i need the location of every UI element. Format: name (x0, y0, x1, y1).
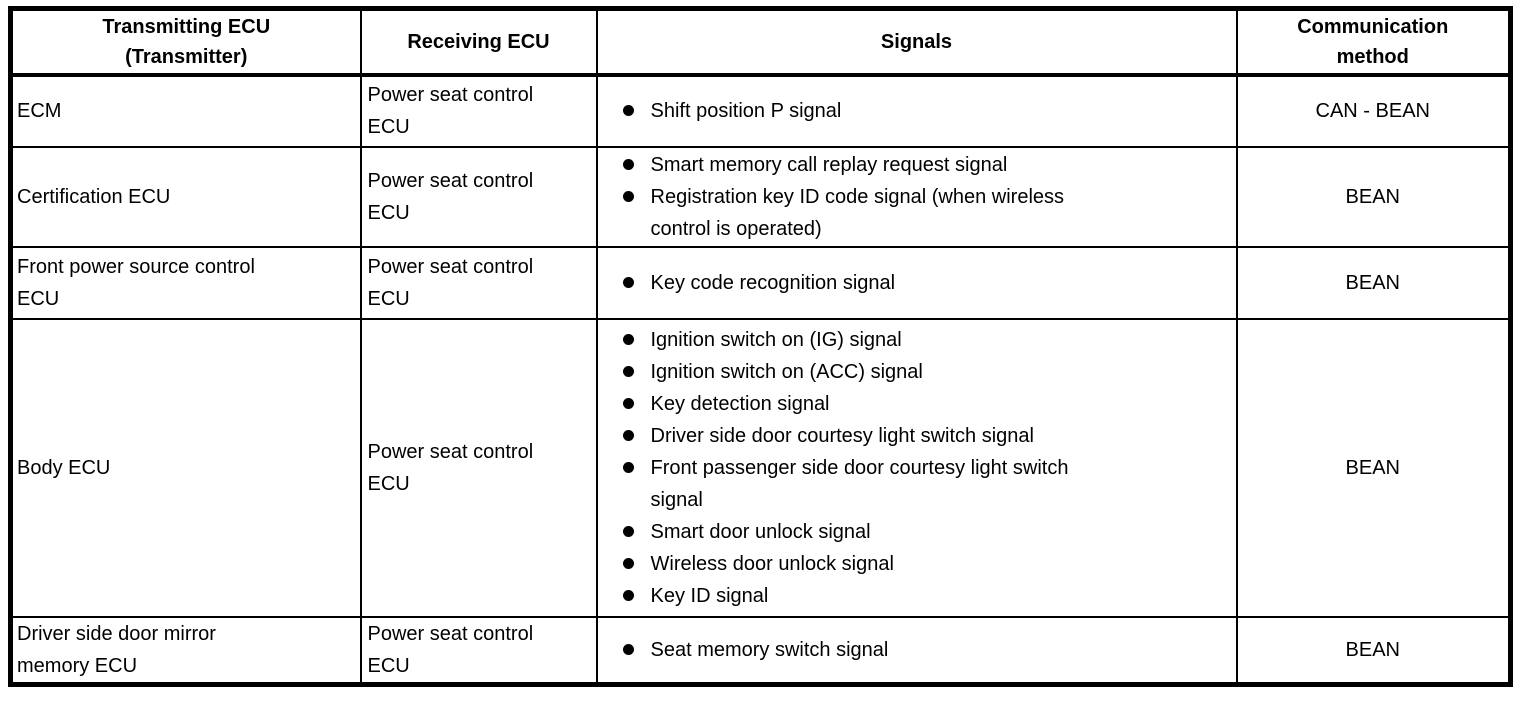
column-header-communication-method: Communication method (1235, 7, 1512, 77)
transmitter-cell: Certification ECU (9, 145, 362, 248)
signals-cell: Seat memory switch signal (595, 615, 1238, 685)
bullet-icon (622, 429, 634, 441)
bullet-icon (622, 589, 634, 601)
communication-method-cell: BEAN (1235, 245, 1512, 320)
column-header-signals: Signals (595, 7, 1238, 77)
signal-item: Key code recognition signal (599, 267, 1235, 299)
signal-item: Smart memory call replay request signal (599, 149, 1235, 181)
signal-label: Ignition switch on (ACC) signal (650, 360, 923, 383)
signal-item: Front passenger side door courtesy light… (599, 452, 1235, 516)
signals-cell: Smart memory call replay request signal … (595, 145, 1238, 248)
signal-item: Shift position P signal (599, 95, 1235, 127)
transmitter-cell: Front power source control ECU (9, 245, 362, 320)
signal-label: Smart memory call replay request signal (650, 153, 1008, 176)
signal-label: Shift position P signal (650, 100, 842, 122)
signals-cell: Ignition switch on (IG) signal Ignition … (595, 317, 1238, 618)
signal-item: Smart door unlock signal (599, 516, 1235, 548)
signal-item: Ignition switch on (IG) signal (599, 324, 1235, 356)
receiver-cell: Power seat control ECU (359, 317, 598, 618)
table-row-certification-ecu: Certification ECU Power seat control ECU… (9, 145, 1512, 248)
receiver-cell: Power seat control ECU (359, 615, 598, 685)
signals-cell: Key code recognition signal (595, 245, 1238, 320)
receiver-cell: Power seat control ECU (359, 245, 598, 320)
bullet-icon (622, 643, 634, 655)
bullet-icon (622, 105, 634, 116)
transmitter-cell: Body ECU (9, 317, 362, 618)
signal-label: Key ID signal (650, 584, 769, 607)
header-row: Transmitting ECU (Transmitter) Receiving… (9, 7, 1512, 77)
transmitter-cell: ECM (9, 73, 362, 148)
bullet-icon (622, 276, 634, 288)
signal-label: Key code recognition signal (650, 271, 896, 294)
communication-method-cell: BEAN (1235, 615, 1512, 685)
signal-label: Front passenger side door courtesy light… (650, 456, 1069, 511)
table-row-body-ecu: Body ECU Power seat control ECU Ignition… (9, 317, 1512, 618)
signal-label: Driver side door courtesy light switch s… (650, 424, 1035, 447)
signal-label: Seat memory switch signal (650, 638, 889, 661)
signal-item: Driver side door courtesy light switch s… (599, 420, 1235, 452)
signal-label: Smart door unlock signal (650, 520, 871, 543)
receiver-cell: Power seat control ECU (359, 145, 598, 248)
signal-item: Ignition switch on (ACC) signal (599, 356, 1235, 388)
signal-item: Key ID signal (599, 580, 1235, 612)
receiver-cell: Power seat control ECU (359, 73, 598, 148)
bullet-icon (622, 557, 634, 569)
table-row-front-power-source-control-ecu: Front power source control ECU Power sea… (9, 245, 1512, 320)
signal-label: Key detection signal (650, 392, 830, 415)
table-row-driver-side-door-mirror-memory-ecu: Driver side door mirror memory ECU Power… (9, 615, 1512, 685)
communication-method-cell: BEAN (1235, 145, 1512, 248)
signal-label: Wireless door unlock signal (650, 552, 894, 575)
signal-item: Registration key ID code signal (when wi… (599, 181, 1235, 245)
bullet-icon (622, 397, 634, 409)
column-header-receiving-ecu: Receiving ECU (359, 7, 598, 77)
bullet-icon (622, 158, 634, 170)
bullet-icon (622, 333, 634, 345)
bullet-icon (622, 190, 634, 202)
signal-label: Registration key ID code signal (when wi… (650, 185, 1065, 240)
bullet-icon (622, 365, 634, 377)
bullet-icon (622, 461, 634, 473)
ecu-communication-table: Transmitting ECU (Transmitter) Receiving… (8, 6, 1513, 687)
signal-item: Seat memory switch signal (599, 634, 1235, 666)
signal-label: Ignition switch on (IG) signal (650, 328, 902, 351)
table-row-ecm: ECM Power seat control ECU Shift positio… (9, 73, 1512, 148)
signal-item: Wireless door unlock signal (599, 548, 1235, 580)
communication-method-cell: CAN - BEAN (1235, 73, 1512, 148)
transmitter-cell: Driver side door mirror memory ECU (9, 615, 362, 685)
bullet-icon (622, 525, 634, 537)
signal-item: Key detection signal (599, 388, 1235, 420)
signals-cell: Shift position P signal (595, 73, 1238, 148)
column-header-transmitting-ecu: Transmitting ECU (Transmitter) (9, 7, 362, 77)
communication-method-cell: BEAN (1235, 317, 1512, 618)
